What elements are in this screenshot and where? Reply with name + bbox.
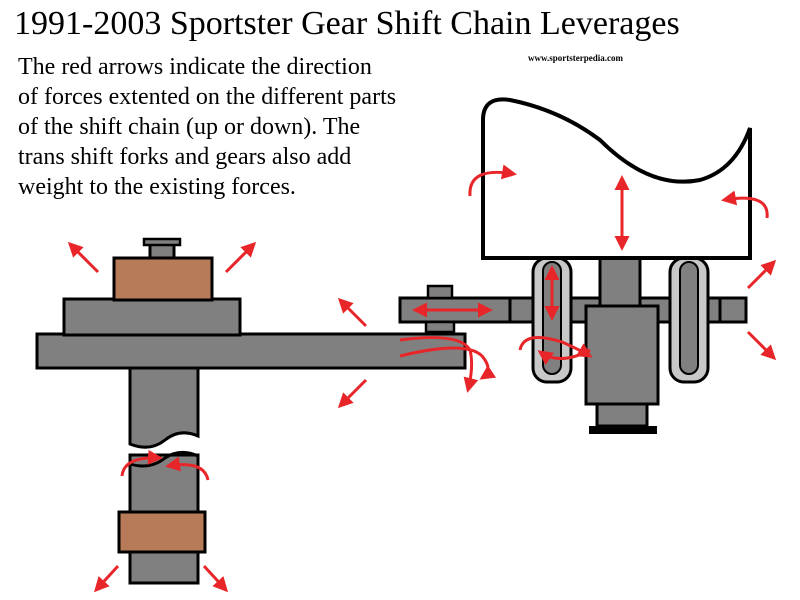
force-arrow	[746, 259, 777, 290]
force-arrow	[93, 564, 120, 593]
force-arrow	[202, 564, 229, 593]
linkage-bolt	[424, 284, 456, 334]
description-line: trans shift forks and gears also add	[18, 144, 352, 170]
shaft-copper-collar	[117, 510, 207, 554]
force-arrow	[120, 449, 163, 477]
force-arrow	[165, 456, 210, 481]
transmission-case	[481, 97, 752, 260]
description-line: weight to the existing forces.	[18, 174, 296, 200]
shift-drum-shaft	[598, 256, 642, 310]
diagram-title: 1991-2003 Sportster Gear Shift Chain Lev…	[14, 5, 680, 42]
shifter-lever-arm	[35, 332, 467, 370]
force-arrow	[399, 346, 497, 380]
shift-fork-right	[668, 256, 710, 384]
force-arrow	[337, 378, 368, 409]
force-arrow	[337, 297, 368, 328]
shaft-bolt-head	[142, 237, 182, 260]
force-arrow	[468, 164, 517, 197]
force-arrow	[537, 348, 591, 366]
force-arrows	[67, 164, 777, 593]
description-line: of the shift chain (up or down). The	[18, 114, 361, 140]
force-arrow	[721, 190, 769, 219]
shift-drum-body	[584, 304, 660, 434]
force-arrow	[224, 241, 257, 274]
description-text: The red arrows indicate the direction of…	[18, 52, 488, 202]
shifter-hub	[62, 297, 242, 337]
shaft-copper-nut	[112, 256, 214, 302]
description-line: of forces extented on the different part…	[18, 84, 397, 110]
force-arrow	[746, 330, 777, 361]
force-arrow	[399, 336, 479, 393]
description-line: The red arrows indicate the direction	[18, 54, 372, 80]
source-credit: www.sportsterpedia.com	[528, 53, 623, 63]
force-arrow	[67, 241, 100, 274]
